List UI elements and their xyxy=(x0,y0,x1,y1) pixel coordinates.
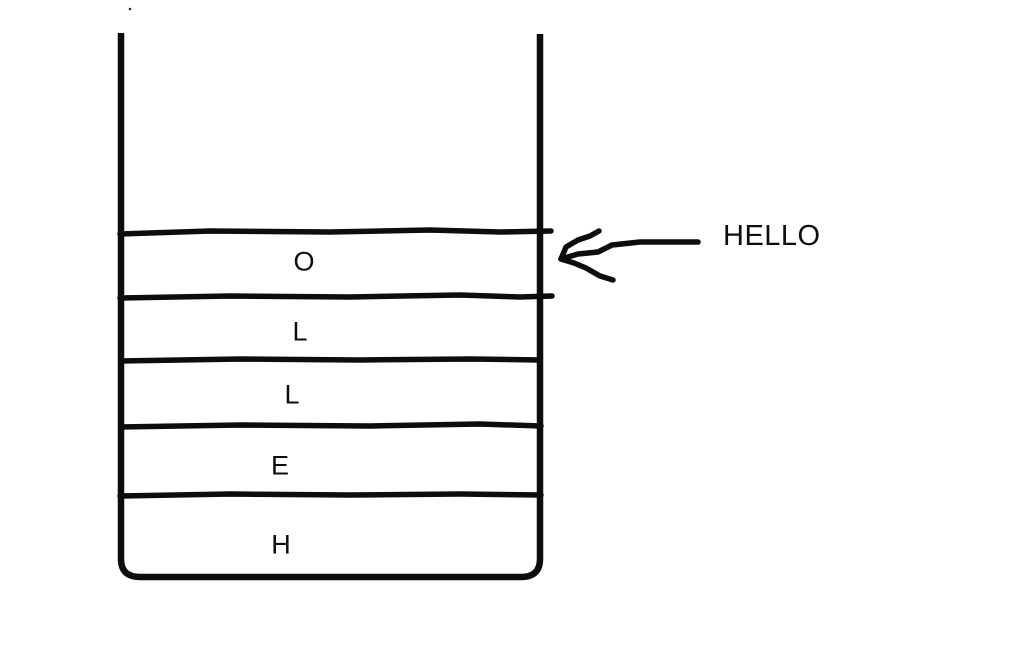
annotation-label-hello: HELLO xyxy=(723,220,821,252)
stack-cell-letter-0: H xyxy=(271,529,291,560)
stack-container-outline xyxy=(117,33,544,581)
annotation-arrow-barb-lower xyxy=(558,256,616,283)
annotation-arrow-barb-upper xyxy=(558,228,602,262)
stack-cell-letter-2: L xyxy=(284,379,300,410)
stack-cell-letter-3: L xyxy=(292,316,308,347)
cell-divider-top xyxy=(117,227,554,237)
stack-cell-letter-4: O xyxy=(293,246,315,277)
cell-divider-o-l xyxy=(117,292,555,301)
cell-divider-e-h xyxy=(117,491,544,499)
stray-dot-mark xyxy=(128,7,132,11)
cell-divider-l-e xyxy=(118,421,544,430)
stack-cell-letter-1: E xyxy=(270,450,290,481)
cell-divider-l-l xyxy=(118,356,543,364)
annotation-arrow-shaft xyxy=(558,239,701,262)
